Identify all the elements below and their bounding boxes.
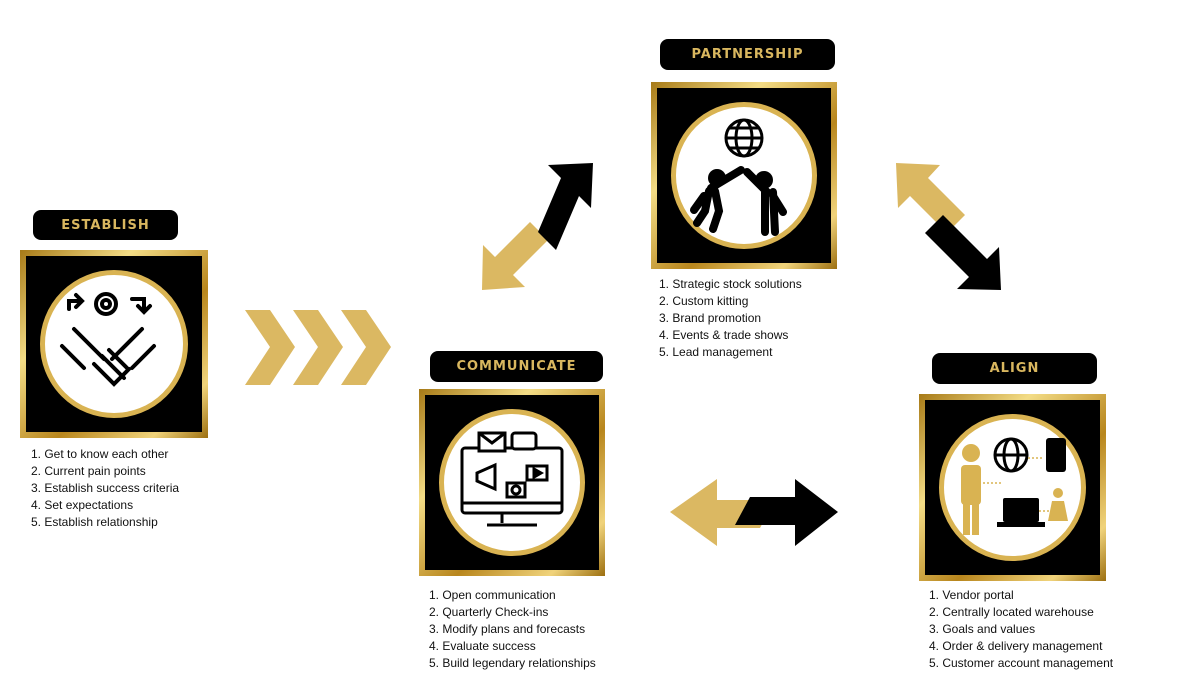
list-item: 5. Customer account management bbox=[929, 656, 1114, 670]
list-item: 5. Build legendary relationships bbox=[429, 656, 596, 670]
list-item: 3. Establish success criteria bbox=[31, 481, 180, 495]
list-item: 1. Open communication bbox=[429, 588, 556, 602]
list-item: 3. Goals and values bbox=[929, 622, 1036, 636]
diagonal-double-arrow-right-icon bbox=[896, 163, 1001, 290]
media-monitor-icon bbox=[460, 431, 564, 526]
list-item: 4. Order & delivery management bbox=[929, 639, 1103, 653]
stage-card-establish bbox=[20, 250, 208, 438]
list-item: 5. Lead management bbox=[659, 345, 773, 359]
list-item: 1. Vendor portal bbox=[929, 588, 1014, 602]
stage-label-establish: ESTABLISH bbox=[33, 210, 178, 240]
communicate-list: 1. Open communication 2. Quarterly Check… bbox=[429, 587, 596, 672]
stage-label-communicate: COMMUNICATE bbox=[430, 351, 603, 382]
list-item: 1. Strategic stock solutions bbox=[659, 277, 802, 291]
list-item: 4. Evaluate success bbox=[429, 639, 536, 653]
handshake-icon bbox=[59, 291, 156, 387]
list-item: 4. Set expectations bbox=[31, 498, 134, 512]
list-item: 3. Brand promotion bbox=[659, 311, 762, 325]
stage-card-align bbox=[919, 394, 1106, 581]
stage-card-communicate bbox=[419, 389, 605, 576]
stage-card-partnership bbox=[651, 82, 837, 269]
high-five-globe-icon bbox=[690, 118, 787, 236]
list-item: 2. Custom kitting bbox=[659, 294, 749, 308]
list-item: 3. Modify plans and forecasts bbox=[429, 622, 586, 636]
chevron-arrows-icon bbox=[245, 310, 391, 385]
diagonal-double-arrow-left-icon bbox=[482, 163, 593, 290]
establish-list: 1. Get to know each other 2. Current pai… bbox=[31, 446, 179, 531]
stage-label-align: ALIGN bbox=[932, 353, 1097, 384]
connected-devices-icon bbox=[960, 437, 1068, 535]
list-item: 2. Quarterly Check-ins bbox=[429, 605, 549, 619]
align-list: 1. Vendor portal 2. Centrally located wa… bbox=[929, 587, 1113, 672]
partnership-list: 1. Strategic stock solutions 2. Custom k… bbox=[659, 276, 802, 361]
list-item: 4. Events & trade shows bbox=[659, 328, 789, 342]
horizontal-double-arrow-icon bbox=[670, 479, 838, 546]
list-item: 5. Establish relationship bbox=[31, 515, 158, 529]
stage-label-partnership: PARTNERSHIP bbox=[660, 39, 835, 70]
list-item: 1. Get to know each other bbox=[31, 447, 169, 461]
list-item: 2. Current pain points bbox=[31, 464, 146, 478]
list-item: 2. Centrally located warehouse bbox=[929, 605, 1094, 619]
